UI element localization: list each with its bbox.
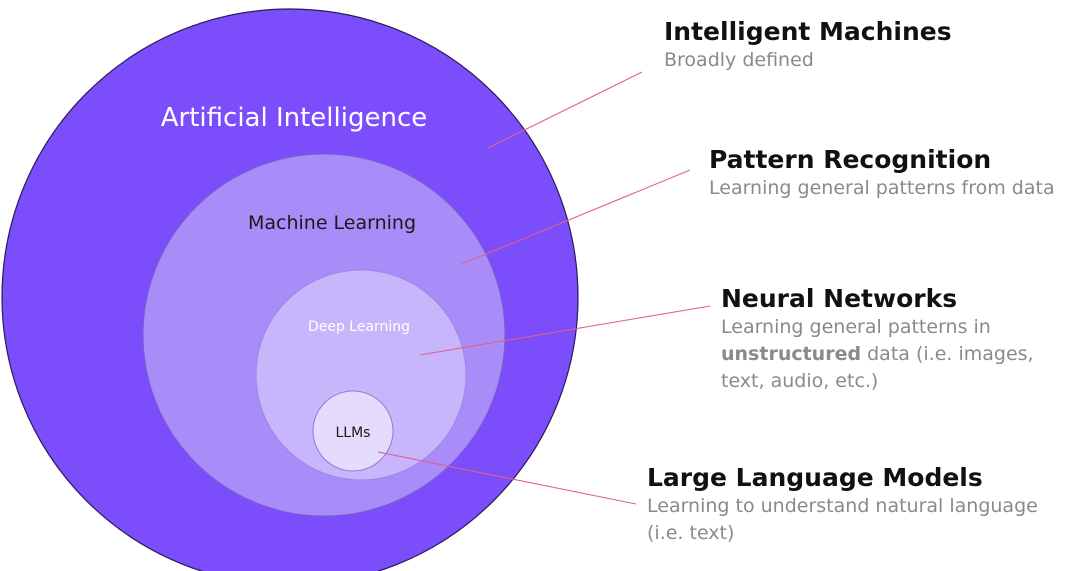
- description-title: Intelligent Machines: [664, 17, 952, 46]
- description-text-emphasis: unstructured: [721, 343, 862, 365]
- description-text-start: Learning general patterns in: [721, 316, 991, 338]
- description-text-end: data (i.e. images, text, audio, etc.): [721, 343, 1034, 392]
- description-text: Learning to understand natural language …: [647, 495, 1038, 544]
- label-artificial-intelligence: Artificial Intelligence: [161, 103, 428, 133]
- description-text: Learning general patterns in unstructure…: [721, 314, 1071, 395]
- label-deep-learning: Deep Learning: [308, 319, 410, 335]
- description-large-language-models: Large Language Models Learning to unders…: [647, 463, 1067, 547]
- description-title: Neural Networks: [721, 284, 958, 313]
- description-text: Broadly defined: [664, 49, 814, 71]
- description-pattern-recognition: Pattern Recognition Learning general pat…: [709, 145, 1069, 202]
- description-title: Large Language Models: [647, 463, 983, 492]
- description-title: Pattern Recognition: [709, 145, 992, 174]
- circle-llms: [312, 390, 394, 472]
- description-intelligent-machines: Intelligent Machines Broadly defined: [664, 17, 1064, 74]
- label-llms: LLMs: [336, 425, 371, 441]
- connector-intelligent-machines: [487, 71, 643, 149]
- connector-pattern-recognition: [461, 169, 691, 265]
- connector-large-language-models: [377, 451, 637, 505]
- description-neural-networks: Neural Networks Learning general pattern…: [721, 284, 1071, 395]
- circle-deep-learning: [255, 269, 467, 481]
- connector-neural-networks: [419, 305, 711, 356]
- description-text: Learning general patterns from data: [709, 177, 1055, 199]
- label-machine-learning: Machine Learning: [248, 212, 416, 234]
